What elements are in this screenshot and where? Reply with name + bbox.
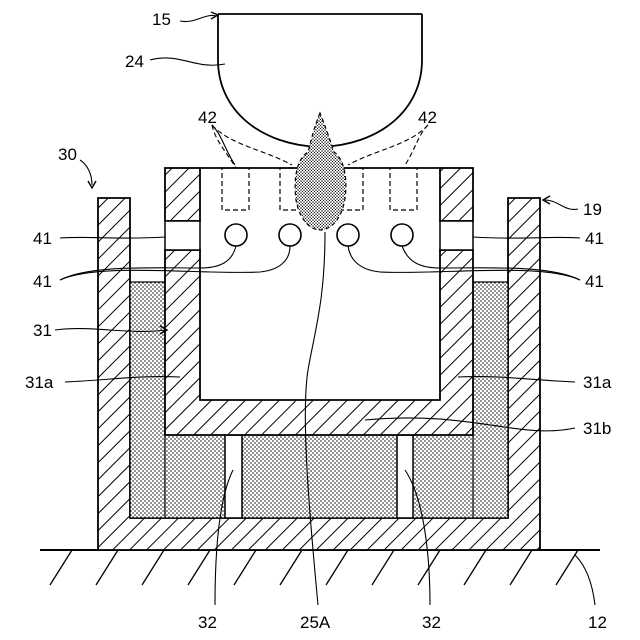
label-inner-side-wall-right: 31a <box>583 373 612 392</box>
side-hole-left <box>165 221 200 250</box>
label-hole-lower-right: 41 <box>585 272 604 291</box>
label-hole-top-right: 41 <box>585 229 604 248</box>
label-inner-container: 31 <box>33 321 52 340</box>
support-post-right <box>397 435 413 518</box>
label-plume: 25A <box>300 613 331 632</box>
label-apparatus: 30 <box>58 145 77 164</box>
label-nozzle-right: 42 <box>418 108 437 127</box>
label-nozzle-left: 42 <box>198 108 217 127</box>
label-substrate: 12 <box>588 613 607 632</box>
label-head: 15 <box>152 10 171 29</box>
support-post-left <box>225 435 242 518</box>
label-hole-top-left: 41 <box>33 229 52 248</box>
side-hole-right <box>440 221 473 250</box>
label-droplet: 24 <box>125 52 144 71</box>
label-outer-container: 19 <box>583 200 602 219</box>
substrate <box>40 550 600 585</box>
label-inner-bottom-wall: 31b <box>583 419 611 438</box>
label-inner-side-wall-left: 31a <box>25 373 54 392</box>
label-support-post-left: 32 <box>198 613 217 632</box>
label-support-post-right: 32 <box>422 613 441 632</box>
label-hole-lower-left: 41 <box>33 272 52 291</box>
